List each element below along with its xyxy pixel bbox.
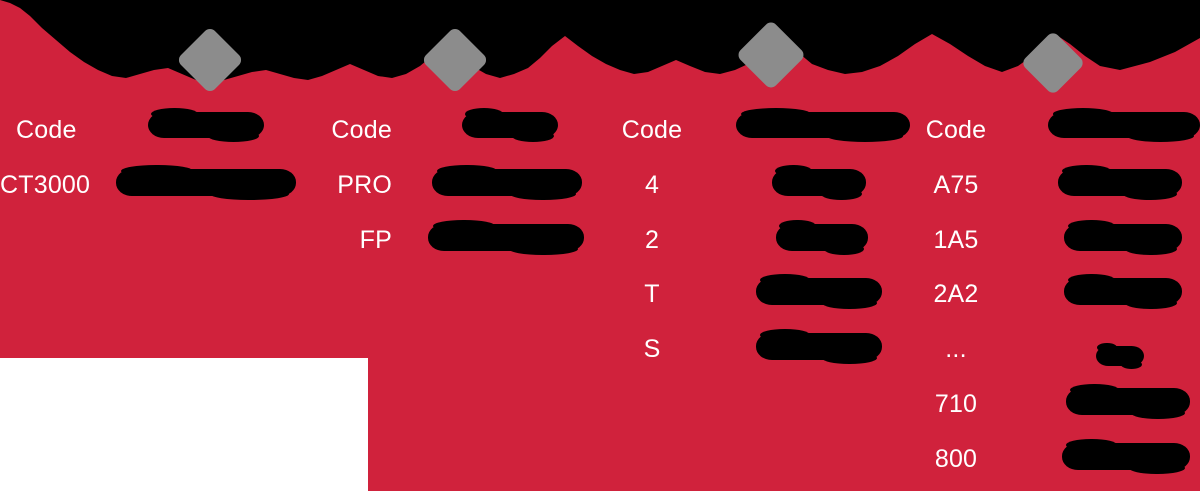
column-2-row-0-description-redacted (432, 164, 582, 201)
column-4-row-5-description-redacted (1062, 438, 1190, 475)
column-4-row-4-code: 710 (934, 390, 978, 418)
column-1-code-header: Code (16, 116, 77, 144)
column-4-row-5-code: 800 (934, 445, 978, 473)
column-4-row-1-code: 1A5 (933, 226, 979, 254)
column-4-row-0-code: A75 (933, 171, 979, 199)
column-3-row-0-code: 4 (644, 171, 660, 199)
column-4-row-3-code: ... (945, 335, 967, 363)
white-panel (0, 358, 368, 491)
column-4-row-0-description-redacted (1058, 164, 1182, 201)
column-3-row-0-description-redacted (772, 164, 866, 201)
column-4-row-3-description-redacted (1096, 342, 1144, 370)
column-2-row-1-description-redacted (428, 219, 584, 256)
column-4-code-header: Code (925, 116, 987, 144)
column-3-row-3-code: S (643, 335, 661, 363)
column-1-row-0-code: CT3000 (0, 171, 91, 199)
column-3-row-2-description-redacted (756, 273, 882, 310)
title-redaction-shape (0, 0, 1200, 84)
column-3-row-3-description-redacted (756, 328, 882, 365)
column-4-row-2-description-redacted (1064, 273, 1182, 310)
column-4-row-1-description-redacted (1064, 219, 1182, 256)
column-2-code-header: Code (331, 116, 392, 144)
title-redaction-band (0, 0, 1200, 115)
column-3-row-1-code: 2 (644, 226, 660, 254)
column-2-row-1-code: FP (359, 226, 392, 254)
column-1-description-header-redacted (148, 107, 264, 143)
column-3-description-header-redacted (736, 107, 910, 143)
column-4-description-header-redacted (1048, 107, 1200, 143)
column-3-row-2-code: T (644, 280, 660, 308)
column-2-description-header-redacted (462, 107, 558, 143)
column-4-row-2-code: 2A2 (933, 280, 979, 308)
column-3-code-header: Code (621, 116, 683, 144)
column-2-row-0-code: PRO (337, 171, 392, 199)
column-3-row-1-description-redacted (776, 219, 868, 256)
column-4-row-4-description-redacted (1066, 383, 1190, 420)
column-1-row-0-description-redacted (116, 164, 296, 201)
